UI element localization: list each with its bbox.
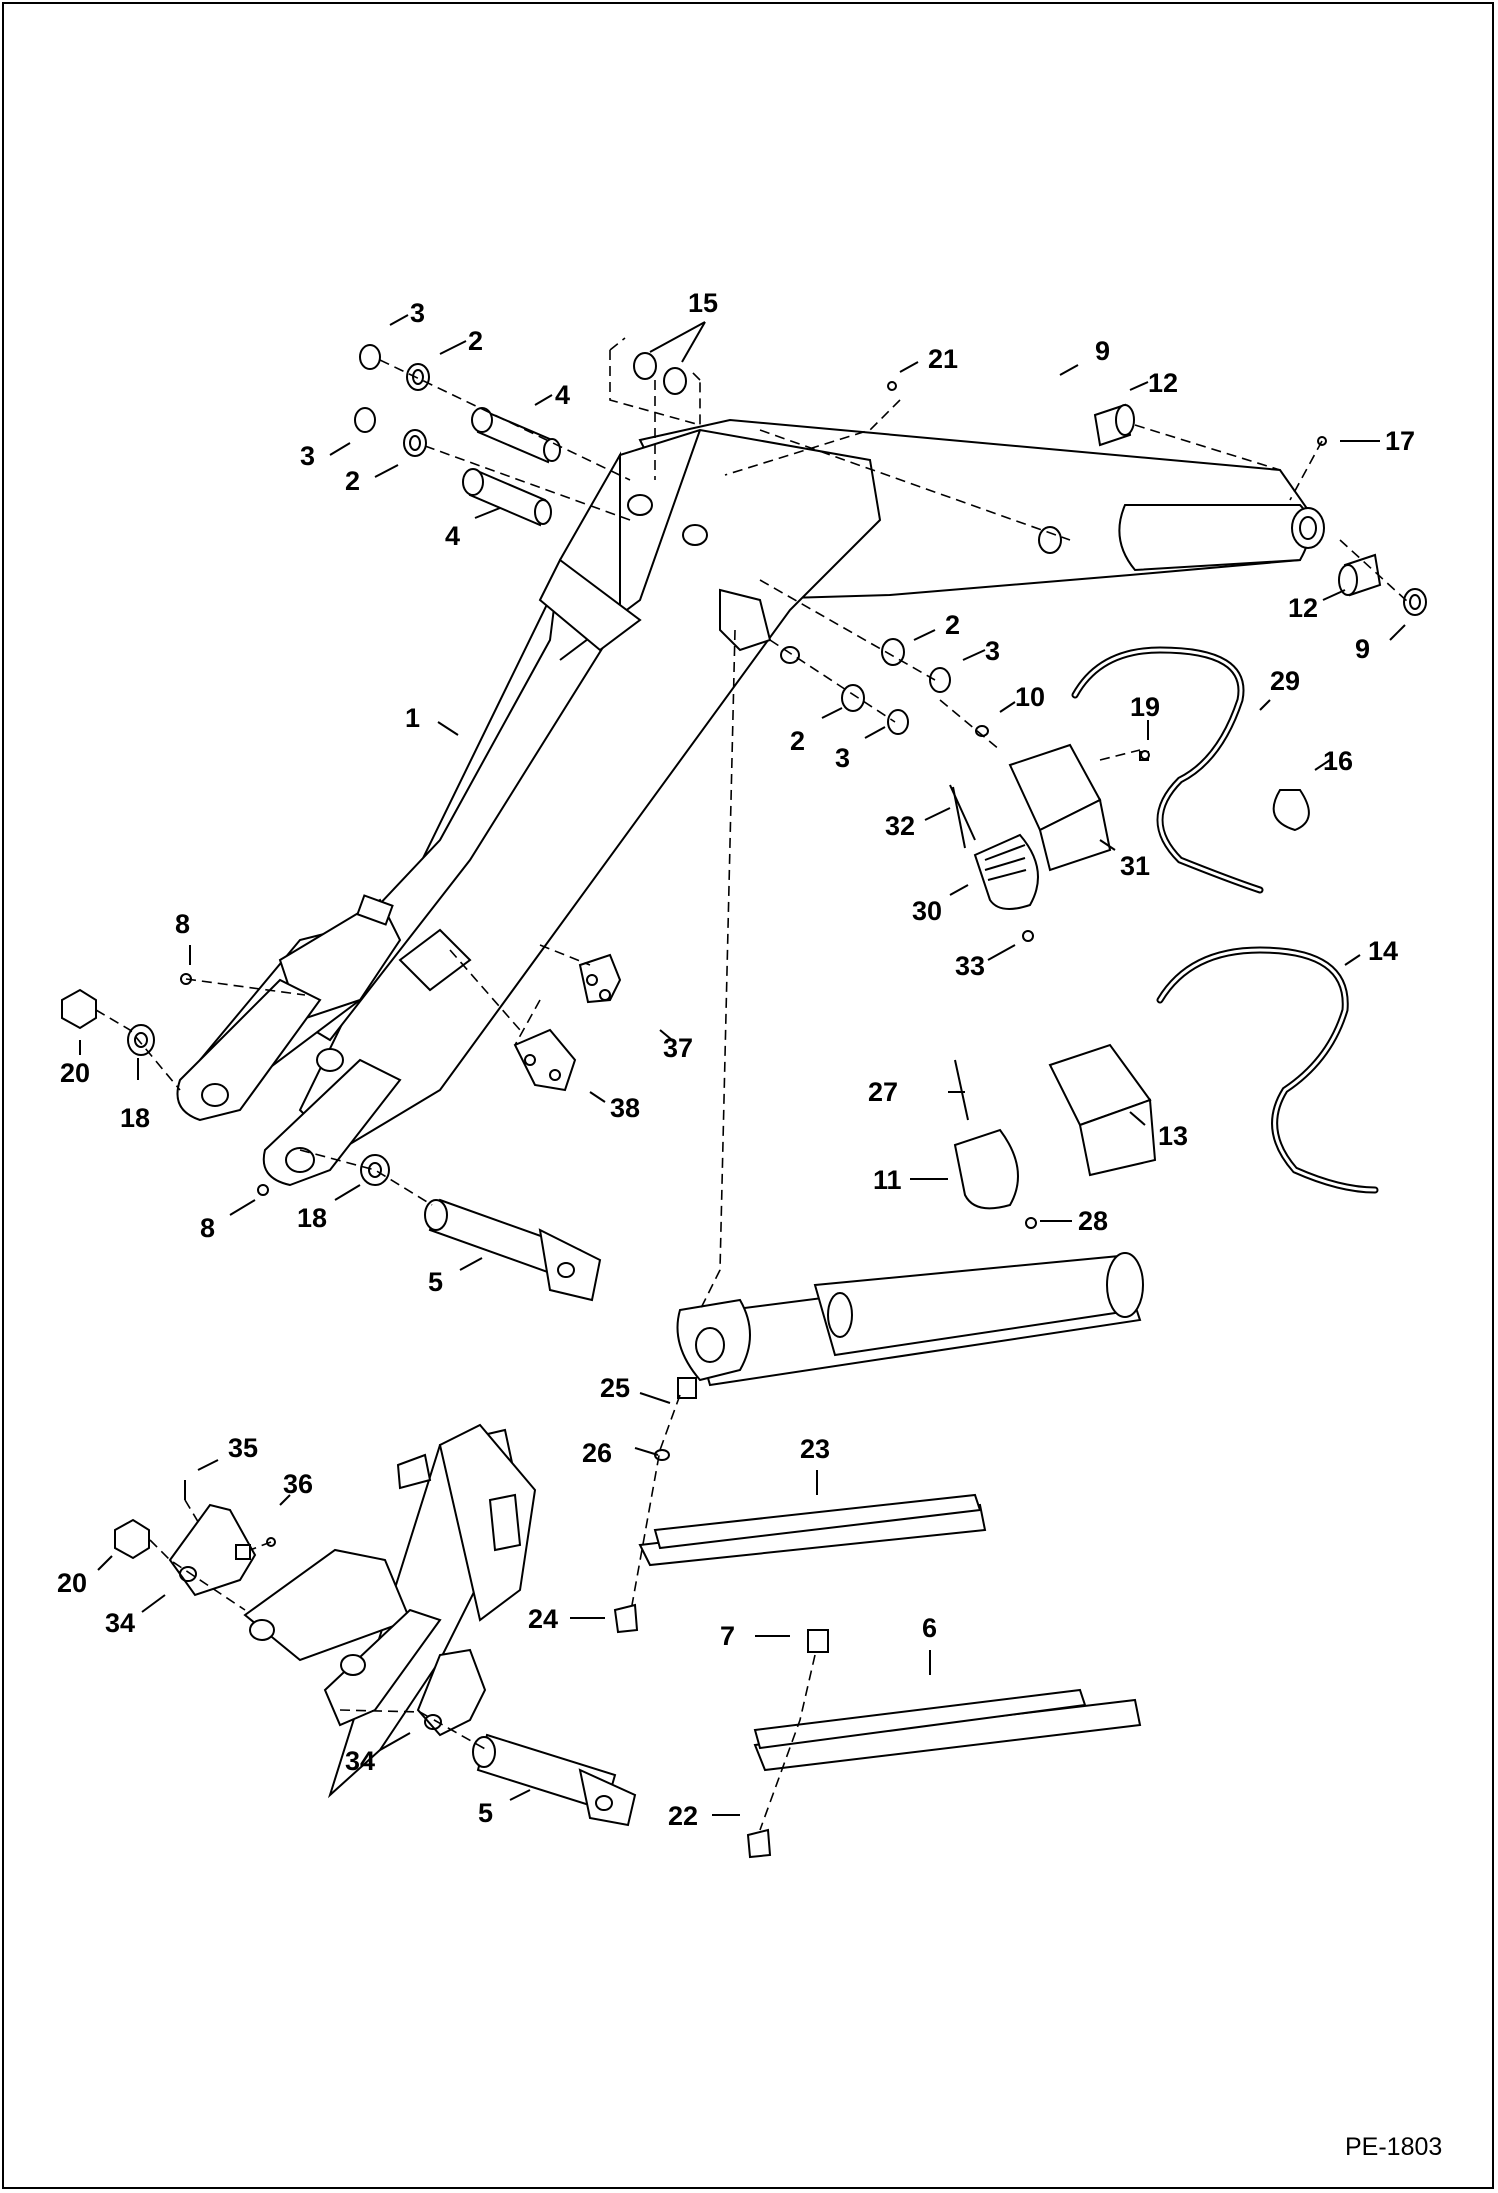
callout-17: 17 [1385,426,1415,456]
lower-light-assembly [953,1043,1157,1210]
bracket-34-upper [168,1503,257,1597]
callout-34: 34 [105,1608,135,1638]
boom-cylinder [676,1252,1144,1387]
pin-4-upper [471,407,561,464]
callout-2: 2 [345,466,360,496]
plate-37 [578,953,622,1004]
callout-1: 1 [405,703,420,733]
callout-13: 13 [1158,1121,1188,1151]
callout-6: 6 [922,1613,937,1643]
callout-21: 21 [928,344,958,374]
boom-foot [243,1423,537,1799]
callout-2: 2 [468,326,483,356]
pin-4-lower [462,468,552,527]
callout-15: 15 [688,288,718,318]
callout-8: 8 [175,909,190,939]
callout-14: 14 [1368,936,1398,966]
assembly-lines [95,359,1409,1831]
wire-harness-29 [1071,646,1264,894]
callout-32: 32 [885,811,915,841]
callout-37: 37 [663,1033,693,1063]
boom-assembly [176,418,1325,1187]
callout-7: 7 [720,1621,735,1651]
tie-strap-16 [1272,789,1310,832]
callout-9: 9 [1355,634,1370,664]
pin-5-upper [424,1198,602,1302]
upper-light-assembly [949,743,1149,910]
callout-3: 3 [300,441,315,471]
callout-3: 3 [410,298,425,328]
callout-4: 4 [445,521,460,551]
callout-16: 16 [1323,746,1353,776]
drawing-code: PE-1803 [1345,2133,1442,2161]
callout-8: 8 [200,1213,215,1243]
bushing-12 [1093,403,1382,597]
callout-5: 5 [478,1798,493,1828]
callout-18: 18 [120,1103,150,1133]
callout-12: 12 [1288,593,1318,623]
nut-washer-set [61,973,390,1560]
callout-22: 22 [668,1801,698,1831]
bracket-34-lower [416,1648,487,1737]
callout-20: 20 [60,1058,90,1088]
callout-12: 12 [1148,368,1178,398]
callout-31: 31 [1120,851,1150,881]
callout-27: 27 [868,1077,898,1107]
callout-2: 2 [945,610,960,640]
guard-6 [746,1629,1142,1859]
callout-29: 29 [1270,666,1300,696]
callout-23: 23 [800,1434,830,1464]
callout-20: 20 [57,1568,87,1598]
guard-23 [613,1377,987,1634]
small-fasteners [184,381,1327,1500]
callout-19: 19 [1130,692,1160,722]
callout-24: 24 [528,1604,558,1634]
pin-5-lower [472,1733,637,1827]
callout-10: 10 [1015,682,1045,712]
callout-4: 4 [555,380,570,410]
callout-25: 25 [600,1373,630,1403]
callout-35: 35 [228,1433,258,1463]
callout-5: 5 [428,1267,443,1297]
callout-labels: 3 2 4 3 2 4 15 21 9 12 17 12 9 2 3 10 2 … [57,288,1415,1831]
callout-28: 28 [1078,1206,1108,1236]
callout-3: 3 [985,636,1000,666]
callout-33: 33 [955,951,985,981]
callout-3: 3 [835,743,850,773]
callout-36: 36 [283,1469,313,1499]
callout-2: 2 [790,726,805,756]
callout-18: 18 [297,1203,327,1233]
callout-30: 30 [912,896,942,926]
callout-9: 9 [1095,336,1110,366]
callout-38: 38 [610,1093,640,1123]
plate-38 [513,1028,577,1092]
callout-34: 34 [345,1746,375,1776]
callout-11: 11 [873,1165,902,1195]
ring-set [354,344,1427,737]
callout-26: 26 [582,1438,612,1468]
